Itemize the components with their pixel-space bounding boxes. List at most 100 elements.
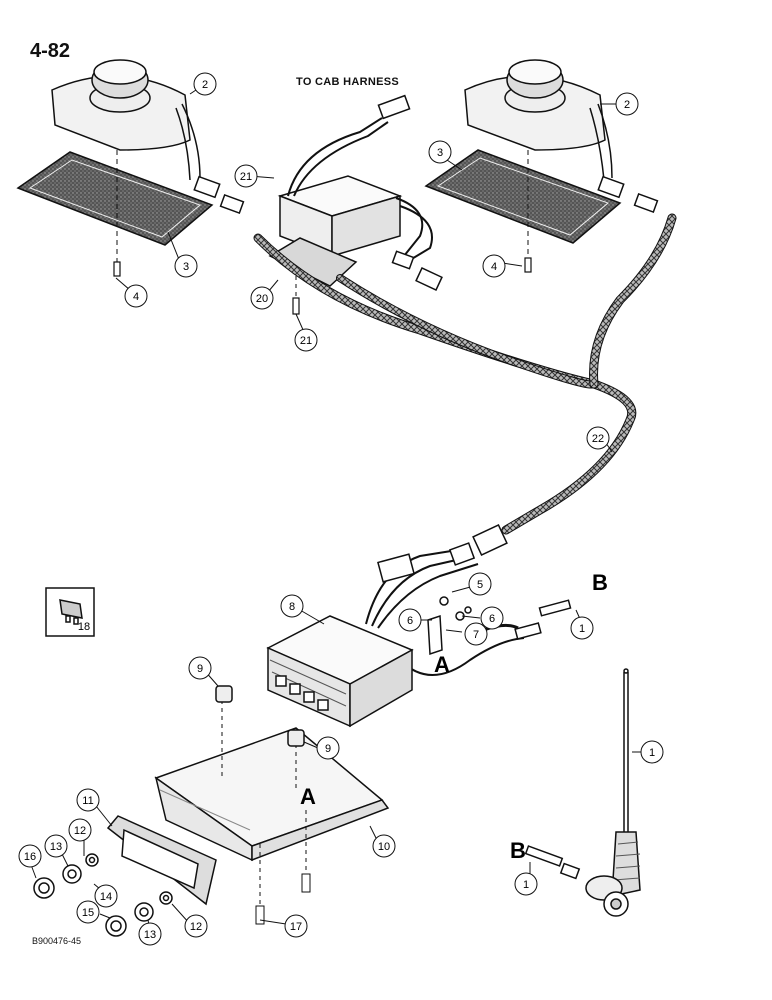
knob-16 xyxy=(33,877,55,899)
svg-text:5: 5 xyxy=(477,579,483,591)
svg-text:1: 1 xyxy=(523,879,529,891)
svg-text:4: 4 xyxy=(491,261,497,273)
antenna-base xyxy=(585,831,641,917)
callout-15: 15 xyxy=(76,900,100,924)
callout-13-lower: 13 xyxy=(138,922,162,946)
page-number: 4-82 xyxy=(30,40,71,62)
knob-left xyxy=(215,685,233,703)
svg-text:11: 11 xyxy=(82,795,93,807)
callout-21-top: 21 xyxy=(234,164,258,188)
washer-left-upper xyxy=(85,853,99,867)
callout-14: 14 xyxy=(94,884,118,908)
cab-harness-connector xyxy=(377,94,411,120)
svg-text:3: 3 xyxy=(437,147,443,159)
figure-code: B900476-45 xyxy=(32,936,82,946)
svg-text:4: 4 xyxy=(133,291,139,303)
antenna-lead-upper xyxy=(483,599,572,640)
svg-text:8: 8 xyxy=(289,601,295,613)
callout-2-right: 2 xyxy=(615,92,639,116)
svg-text:7: 7 xyxy=(473,629,479,641)
left-speaker-connector xyxy=(193,175,245,215)
callout-2-left: 2 xyxy=(193,72,217,96)
svg-text:14: 14 xyxy=(100,891,112,903)
svg-text:16: 16 xyxy=(24,851,36,863)
callout-4-right: 4 xyxy=(482,254,506,278)
amplifier-module xyxy=(268,175,403,287)
radio-unit xyxy=(266,615,414,728)
svg-text:18: 18 xyxy=(78,621,90,633)
radio-wires xyxy=(365,547,525,676)
svg-text:6: 6 xyxy=(407,615,413,627)
callout-16: 16 xyxy=(18,844,42,868)
callout-8: 8 xyxy=(280,594,304,618)
svg-text:20: 20 xyxy=(256,293,268,305)
knob-15 xyxy=(105,915,127,937)
callout-6-right: 6 xyxy=(480,606,504,630)
amplifier-wires xyxy=(287,117,433,261)
section-letter-b-upper: B xyxy=(592,570,608,595)
mounting-tray xyxy=(154,727,390,862)
callout-13-upper: 13 xyxy=(44,834,68,858)
section-letter-a-tray: A xyxy=(300,784,316,809)
svg-text:9: 9 xyxy=(325,743,331,755)
callout-3-upper-left: 3 xyxy=(174,254,198,278)
left-speaker xyxy=(51,59,206,187)
svg-text:13: 13 xyxy=(144,929,156,941)
left-speaker-screw xyxy=(113,261,121,277)
callout-9-left: 9 xyxy=(188,656,212,680)
antenna-mast xyxy=(623,668,629,836)
harness-end-connectors xyxy=(377,524,508,583)
callout-10: 10 xyxy=(372,834,396,858)
cab-harness-label: TO CAB HARNESS xyxy=(296,76,400,88)
callout-5: 5 xyxy=(468,572,492,596)
knob-right xyxy=(287,729,305,747)
amp-screw xyxy=(292,297,300,315)
radio-bezel xyxy=(106,815,217,906)
tray-screw-left xyxy=(255,905,265,925)
callout-11: 11 xyxy=(76,788,100,812)
svg-text:1: 1 xyxy=(649,747,655,759)
antenna-lead-lower xyxy=(524,845,581,880)
callout-21-bottom: 21 xyxy=(294,328,318,352)
callout-1-lower: 1 xyxy=(514,872,538,896)
right-speaker xyxy=(464,59,613,181)
callout-3-upper-mid: 3 xyxy=(428,140,452,164)
tray-screw-right xyxy=(301,873,311,893)
callout-18: 18 xyxy=(78,621,90,633)
svg-text:13: 13 xyxy=(50,841,62,853)
washer-right-lower xyxy=(159,891,173,905)
svg-text:22: 22 xyxy=(592,433,604,445)
svg-text:17: 17 xyxy=(290,921,302,933)
svg-text:12: 12 xyxy=(190,921,202,933)
harness-mid-connector xyxy=(415,267,443,291)
svg-text:6: 6 xyxy=(489,613,495,625)
svg-text:3: 3 xyxy=(183,261,189,273)
radio-bracket xyxy=(427,596,472,656)
section-letter-a-radio: A xyxy=(434,652,450,677)
left-speaker-gasket xyxy=(16,151,214,246)
amp-side-connector xyxy=(391,250,415,270)
svg-text:15: 15 xyxy=(82,907,94,919)
right-speaker-screw xyxy=(524,257,532,273)
callout-12-lower: 12 xyxy=(184,914,208,938)
callout-7: 7 xyxy=(464,622,488,646)
callout-9-right: 9 xyxy=(316,736,340,760)
right-speaker-gasket xyxy=(424,149,622,244)
svg-text:12: 12 xyxy=(74,825,86,837)
svg-text:21: 21 xyxy=(300,335,312,347)
fuse-inset xyxy=(45,587,95,637)
section-letter-b-lower: B xyxy=(510,838,526,863)
callout-12-upper: 12 xyxy=(68,818,92,842)
svg-text:9: 9 xyxy=(197,663,203,675)
callout-1-mast: 1 xyxy=(640,740,664,764)
svg-text:1: 1 xyxy=(579,623,585,635)
nut-right-lower xyxy=(134,902,154,922)
speaker-harness xyxy=(253,213,677,535)
svg-text:10: 10 xyxy=(378,841,390,853)
svg-text:2: 2 xyxy=(624,99,630,111)
callout-4-left: 4 xyxy=(124,284,148,308)
callout-17: 17 xyxy=(284,914,308,938)
callout-1-lead: 1 xyxy=(570,616,594,640)
right-speaker-connector xyxy=(597,175,659,214)
